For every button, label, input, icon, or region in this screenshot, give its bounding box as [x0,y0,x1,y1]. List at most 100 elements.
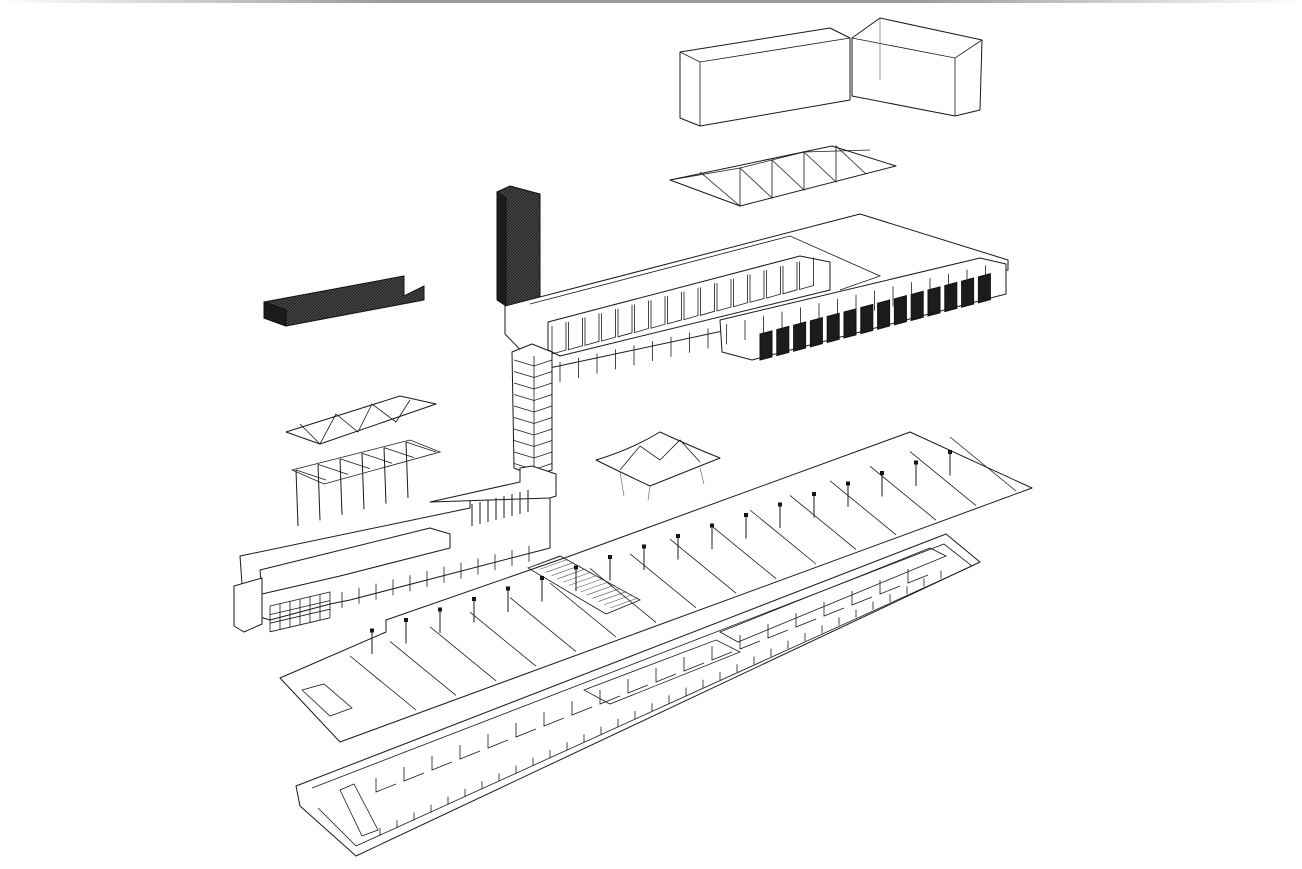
stair-tread [568,575,598,586]
dark-panel [809,316,823,348]
dark-panel [776,325,790,357]
platform-strips [349,436,1017,711]
dark-panel [893,294,907,326]
platform-strip [669,538,737,594]
pergola-beam [361,452,393,464]
pergola-post [361,453,365,510]
lamp-head [914,460,918,465]
bay-frame [617,304,633,338]
basement-bay [739,635,761,650]
lamp-head [438,607,442,612]
upper-slab-block [504,213,1009,382]
lamp-head [812,492,816,496]
basement-room [719,547,947,643]
pergola-beam [405,441,437,453]
pergola-post [339,458,343,515]
platform-strip [629,553,697,609]
basement-bay [879,580,901,595]
lamp-head [540,576,544,580]
tower-floors [513,359,553,470]
basement-bay [907,569,929,584]
tower-floor [513,417,553,424]
bay-frame [667,291,682,325]
bay-frame [700,283,715,316]
bay-frame [782,261,798,295]
tower-floor [513,394,553,401]
lamp-head [506,586,510,591]
bay-frame [584,313,600,346]
stair-tread [545,562,574,573]
basement-bay [655,668,677,683]
lamp-head [370,628,374,633]
facade-transom [269,617,331,633]
stair-tread [574,578,604,589]
bay-frame [766,266,781,299]
tensile-canopy [595,431,721,501]
facade-transom [269,591,331,607]
platform-strip [709,524,777,579]
lamp-head [948,450,952,454]
bay-frame [568,317,583,351]
platform-strip [349,655,417,711]
basement-bays [375,547,947,793]
dark-panel [927,286,941,317]
platform-strip [789,495,857,550]
framed-stair-tower [511,343,553,477]
basement-bay [403,767,425,782]
side-building [233,465,557,633]
dark-panel [910,290,924,322]
pergola-beam [339,458,371,470]
stair-tread [586,584,615,596]
stair-tread [609,597,639,609]
bay-frame [733,274,748,308]
dark-panel [843,308,857,339]
folded-canopy-upper [669,145,897,207]
top-gradient-bar [0,0,1302,3]
lamp-head [744,513,748,517]
basement-bay [543,712,565,727]
facade-transom [269,600,331,615]
bay-frame [683,287,699,321]
basement-bay [627,679,649,694]
platform-strip [549,582,617,638]
tower-floor [513,451,553,459]
perforated-tower [496,185,541,315]
lamp-head [676,534,680,538]
platform-strip [829,480,897,536]
facade-grid [269,591,331,633]
platform-strip [949,436,1017,492]
basement-level [295,533,981,857]
pergola-beam [317,464,349,475]
upper-columns [559,265,986,382]
pergola-post [383,447,387,504]
platform-strip [469,611,537,667]
basement-room [583,639,741,705]
dark-panel [877,299,891,330]
folded-canopy-left [285,395,437,445]
basement-bay [431,756,453,771]
lamp-head [404,618,408,622]
stair-tread [557,568,586,580]
stair-tread [533,555,563,567]
tower-floor [513,405,553,413]
facade-transom [269,608,331,624]
basement-bay [711,646,733,661]
bay-frame [650,296,666,329]
platform-strip [589,568,657,623]
platform-strip [869,465,937,521]
tower-floor [513,428,553,436]
platform-strip [909,451,977,506]
stair-tread [539,558,568,570]
platform-slab [279,431,1033,743]
platform-posts [370,450,952,654]
basement-bay [515,723,537,738]
platform-strip [509,597,577,652]
dark-panel [826,312,840,344]
tower-floor [513,440,553,447]
bay-frame [634,300,649,334]
lamp-head [574,565,578,570]
lamp-head [778,502,782,507]
stair-tread [604,594,633,606]
lamp-head [710,523,714,528]
